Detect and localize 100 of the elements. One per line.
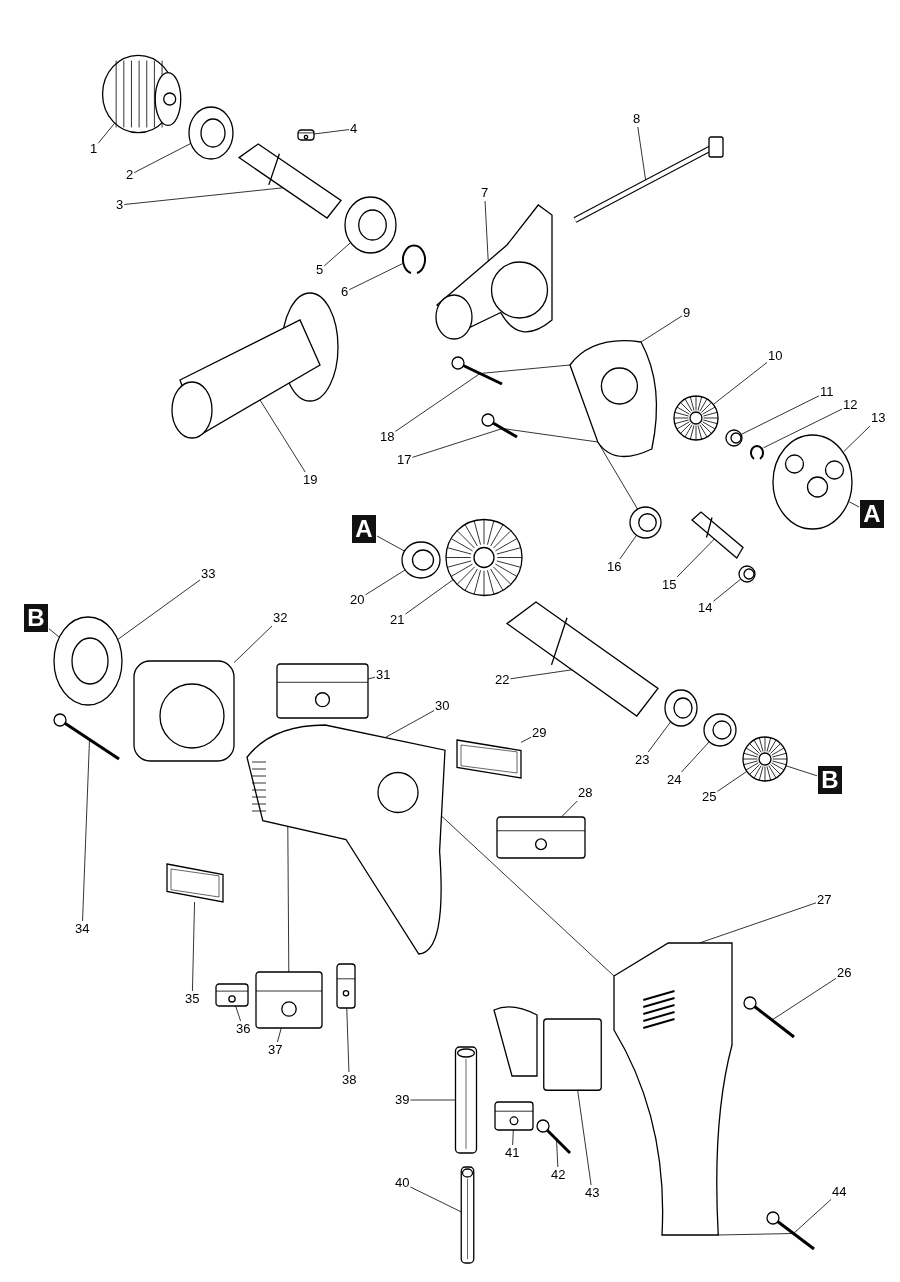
callout-number: 32 xyxy=(273,611,288,625)
callout-number: 15 xyxy=(662,578,677,592)
callout-number: 13 xyxy=(871,411,886,425)
leader-line xyxy=(619,534,637,560)
ball-bearing-drawing xyxy=(628,505,663,540)
callout-number: 33 xyxy=(201,567,216,581)
leader-line xyxy=(346,1007,350,1073)
leader-line xyxy=(484,200,489,262)
callout-number: 11 xyxy=(820,385,834,399)
callout-number: 8 xyxy=(633,112,641,126)
label-plate-drawing xyxy=(455,738,523,780)
callout-number: 36 xyxy=(236,1022,251,1036)
callout-number: 37 xyxy=(268,1043,283,1057)
brush-cap-drawing xyxy=(214,982,250,1008)
callout-number: 20 xyxy=(350,593,365,607)
leader-line xyxy=(843,425,871,452)
leader-line xyxy=(323,242,352,267)
section-marker: A xyxy=(860,500,884,528)
ball-bearing-drawing xyxy=(400,540,442,580)
callout-number: 34 xyxy=(75,922,90,936)
section-marker: B xyxy=(818,766,842,794)
leader-line xyxy=(699,902,817,944)
ball-bearing-drawing xyxy=(702,712,738,748)
callout-number: 5 xyxy=(316,263,324,277)
screw-drawing xyxy=(52,712,122,762)
leader-line xyxy=(97,122,116,144)
brush-holder-drawing xyxy=(495,815,587,860)
clip-drawing xyxy=(335,962,357,1010)
leader-line xyxy=(123,187,284,205)
leader-line xyxy=(405,579,454,615)
leader-line xyxy=(259,399,306,473)
bearing-drawing xyxy=(663,688,699,728)
leader-line xyxy=(849,501,860,508)
callout-number: 28 xyxy=(578,786,593,800)
ball-bearing-drawing xyxy=(343,195,398,255)
callout-number: 42 xyxy=(551,1168,566,1182)
cover-drawing xyxy=(275,662,370,720)
leader-line xyxy=(235,1005,241,1022)
screw-drawing xyxy=(450,355,505,387)
section-marker: A xyxy=(352,515,376,543)
section-marker: B xyxy=(24,604,48,632)
leader-line xyxy=(395,373,481,432)
leader-line xyxy=(763,408,843,449)
screw-drawing xyxy=(535,1118,573,1156)
key-drawing xyxy=(296,128,316,142)
ring-nut-drawing xyxy=(187,105,235,161)
leader-line xyxy=(793,1199,832,1234)
callout-number: 12 xyxy=(843,398,858,412)
callout-number: 29 xyxy=(532,726,547,740)
callout-number: 39 xyxy=(395,1093,410,1107)
leader-line xyxy=(365,569,406,596)
ring-drawing xyxy=(741,735,789,783)
leader-line xyxy=(233,625,273,664)
callout-number: 25 xyxy=(702,790,717,804)
leader-line xyxy=(740,395,820,435)
leader-line xyxy=(717,771,748,792)
assembly-line xyxy=(717,1233,794,1236)
callout-number: 24 xyxy=(667,773,682,787)
leader-line xyxy=(676,538,715,578)
label-plate-drawing xyxy=(165,862,225,904)
callout-number: 27 xyxy=(817,893,832,907)
assembly-line xyxy=(441,815,615,977)
callout-number: 17 xyxy=(397,453,412,467)
screw-drawing xyxy=(765,1210,817,1252)
leader-line xyxy=(410,1099,456,1101)
leader-line xyxy=(713,578,742,602)
washer-drawing xyxy=(737,564,757,584)
baffle-ring-drawing xyxy=(52,615,124,707)
leader-line xyxy=(520,736,532,743)
leader-line xyxy=(510,669,573,680)
callout-number: 9 xyxy=(683,306,691,320)
spindle-drawing xyxy=(237,142,343,220)
callout-number: 4 xyxy=(350,122,358,136)
leader-line xyxy=(712,362,768,405)
assembly-line xyxy=(502,428,599,443)
leader-line xyxy=(556,1139,559,1168)
leader-line xyxy=(313,129,350,135)
leader-line xyxy=(192,901,195,992)
pinion-drawing xyxy=(690,510,745,560)
leader-line xyxy=(133,143,192,173)
callout-number: 43 xyxy=(585,1186,600,1200)
gear-drawing xyxy=(672,392,720,444)
leader-line xyxy=(771,977,837,1021)
callout-number: 23 xyxy=(635,753,650,767)
carbon-brush-drawing xyxy=(254,970,324,1030)
leader-line xyxy=(348,263,404,291)
callout-number: 1 xyxy=(90,142,98,156)
callout-number: 31 xyxy=(376,668,391,682)
callout-number: 3 xyxy=(116,198,124,212)
callout-number: 44 xyxy=(832,1185,847,1199)
leader-line xyxy=(561,800,578,818)
leader-line xyxy=(48,628,60,638)
leader-line xyxy=(681,741,710,773)
leader-line xyxy=(647,721,672,753)
callout-number: 6 xyxy=(341,285,349,299)
leader-line xyxy=(376,535,405,552)
callout-number: 2 xyxy=(126,168,134,182)
callout-number: 18 xyxy=(380,430,395,444)
strain-relief-drawing xyxy=(493,1100,535,1132)
callout-number: 41 xyxy=(505,1146,520,1160)
